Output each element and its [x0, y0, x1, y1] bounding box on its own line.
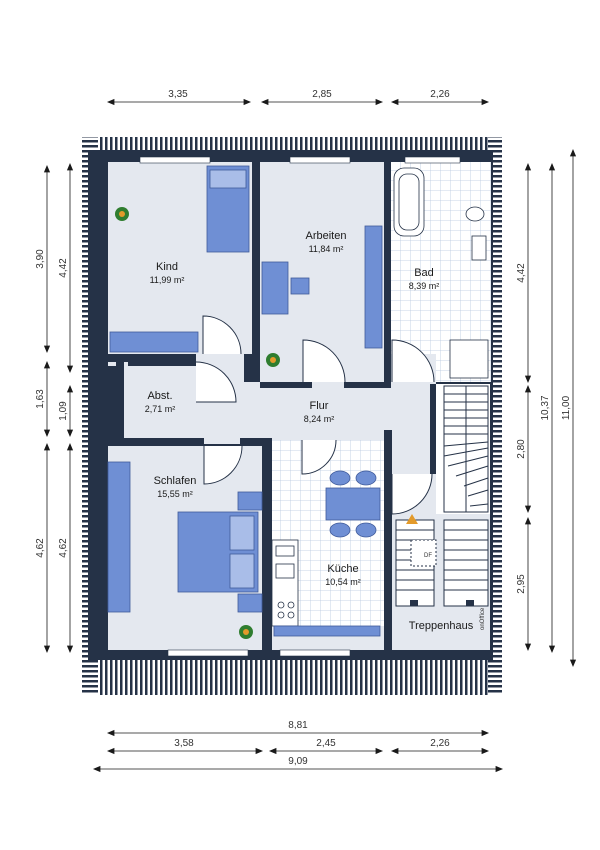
room-area-bad: 8,39 m²: [409, 281, 440, 291]
furniture: [107, 165, 489, 637]
room-name-kueche: Küche: [327, 563, 358, 575]
stair-arrow-icon: [406, 514, 418, 524]
dim-bottom-2: 2,45: [316, 738, 336, 749]
floor-abst: [124, 366, 196, 438]
dim-left-inner-2: 1,09: [58, 401, 69, 421]
label-df: DF: [424, 553, 432, 559]
room-name-flur: Flur: [310, 400, 329, 412]
dim-left-inner-1: 4,42: [58, 258, 69, 278]
dim-right-mid: 10,37: [540, 395, 551, 420]
room-area-flur: 8,24 m²: [304, 414, 335, 424]
windows: [139, 156, 461, 657]
room-floors: [108, 162, 491, 650]
dim-top-3: 2,26: [430, 89, 450, 100]
dimension-labels: 3,35 2,85 2,26 8,81 3,58 2,45 2,26 9,09 …: [35, 89, 572, 767]
floor-flur-bottom: [250, 380, 436, 440]
wardrobe-schlafen: [107, 461, 131, 613]
plant-icons: [115, 207, 280, 639]
dim-bottom-outer-total: 9,09: [288, 756, 308, 767]
room-name-bad: Bad: [414, 267, 434, 279]
stair-post: [410, 600, 418, 606]
shelf-kind: [109, 331, 199, 353]
dim-top-2: 2,85: [312, 89, 332, 100]
doors: [195, 315, 435, 515]
dim-left-outer-2: 1,63: [35, 389, 46, 409]
dim-bottom-inner-total: 8,81: [288, 720, 308, 731]
room-area-schlafen: 15,55 m²: [157, 489, 193, 499]
stair-post: [466, 600, 474, 606]
desk-arbeiten: [261, 261, 289, 315]
dim-right-inner-1: 4,42: [516, 263, 527, 283]
dimension-lines: [43, 98, 577, 773]
room-name-kind: Kind: [156, 261, 178, 273]
dim-right-outer: 11,00: [561, 395, 572, 420]
dim-right-inner-3: 2,95: [516, 574, 527, 594]
toilet: [465, 206, 485, 222]
room-area-arbeiten: 11,84 m²: [309, 244, 344, 254]
room-area-kueche: 10,54 m²: [325, 577, 361, 587]
dim-bottom-3: 2,26: [430, 738, 450, 749]
brand-label: onOffice: [480, 607, 486, 630]
kitchen-bench: [273, 625, 381, 637]
room-area-kind: 11,99 m²: [150, 275, 185, 285]
dim-left-outer-3: 4,62: [35, 538, 46, 558]
shower: [449, 339, 489, 379]
dim-right-inner-2: 2,80: [516, 439, 527, 459]
chair-arbeiten: [290, 277, 310, 295]
room-area-abst: 2,71 m²: [145, 404, 176, 414]
dim-bottom-1: 3,58: [174, 738, 194, 749]
room-name-treppenhaus: Treppenhaus: [409, 620, 474, 632]
dim-top-1: 3,35: [168, 89, 188, 100]
room-name-abst: Abst.: [147, 390, 172, 402]
kitchen-table: [325, 487, 381, 521]
interior-walls: [108, 162, 436, 650]
room-name-schlafen: Schlafen: [154, 475, 197, 487]
dim-left-outer-1: 3,90: [35, 249, 46, 269]
stairs: [395, 385, 489, 607]
dim-left-inner-3: 4,62: [58, 538, 69, 558]
sink-bad: [471, 235, 487, 261]
room-name-arbeiten: Arbeiten: [306, 230, 347, 242]
shelf-arbeiten: [364, 225, 383, 349]
